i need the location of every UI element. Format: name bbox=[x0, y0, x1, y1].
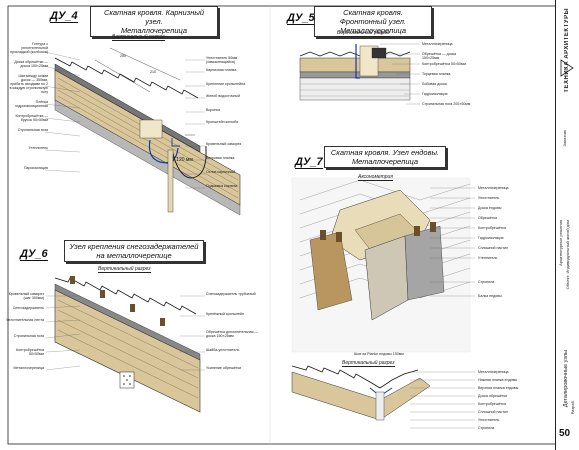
stage-label: Разраб. bbox=[570, 400, 575, 415]
du7-label: Контробрешётка bbox=[478, 226, 506, 230]
du6-subtitle: Вертикальный разрез bbox=[98, 266, 151, 273]
du4-label: Воронка bbox=[206, 108, 221, 112]
du5-label: Металлочерепица bbox=[422, 42, 453, 46]
du4-code: ДУ_4 bbox=[50, 10, 78, 23]
sheet-number: 50 bbox=[559, 428, 571, 439]
arch-section: Архитектурные решения bbox=[558, 220, 563, 266]
du7-label: Доска ендовы bbox=[478, 206, 502, 210]
du4-label: Подшивка карниза bbox=[206, 184, 238, 188]
company-name: ТЕХНИКА АРХИТЕКТУРЫ bbox=[564, 8, 570, 93]
company-logo: ТЕХНИКА АРХИТЕКТУРЫ bbox=[559, 8, 575, 93]
du7-valley-section bbox=[291, 365, 475, 429]
du6-label: Кровельный саморез (шаг 300мм) bbox=[8, 292, 44, 300]
du6-snowguard-section bbox=[45, 276, 205, 413]
du5-label: Торцевая планка bbox=[422, 72, 451, 76]
du7-label: Шов на Planke ендовы 150мм bbox=[354, 352, 404, 356]
du4-label: Утеплитель bbox=[28, 146, 48, 150]
du6-label: Крепёжный кронштейн bbox=[206, 312, 245, 316]
du7-label: Утеплитель bbox=[478, 256, 498, 260]
du4-label: Отлив карнизный bbox=[206, 170, 236, 174]
object-name: Объект: Индивидуальный жилой дом bbox=[565, 220, 570, 290]
du7-label: Гидроизоляция bbox=[478, 236, 504, 240]
du4-label: Уплотнитель 50мм (самоклеящийся) bbox=[206, 56, 238, 64]
du4-label: Контробрешётка — брусок 50×50мм bbox=[15, 114, 48, 122]
du6-label: Шайба-уплотнитель bbox=[206, 348, 240, 352]
du4-title: Скатная кровля. Карнизный узел. Металлоч… bbox=[90, 6, 218, 37]
du7-label: Сплошной настил bbox=[478, 246, 509, 250]
du4-label: Ветровая планка bbox=[206, 156, 235, 160]
du5-gable-section bbox=[299, 43, 420, 105]
du4-label: Пароизоляция bbox=[23, 166, 48, 170]
du7-section-label: Нижняя планка ендовы bbox=[478, 378, 518, 382]
du4-label: Кровельный саморез bbox=[206, 142, 242, 146]
du4-label: Доска обрешётки — доска 150×25мм bbox=[14, 60, 48, 68]
du7-label: Уплотнитель bbox=[478, 196, 500, 200]
du6-label: Усиление обрешётки bbox=[206, 366, 242, 370]
drawing-name: Деталировочные узлы bbox=[563, 350, 569, 408]
du7-title: Скатная кровля. Узел ендовы. Металлочере… bbox=[324, 146, 446, 168]
du7-label: Балка ендовы bbox=[478, 294, 502, 298]
du6-title: Узел крепления снегозадержателей на мета… bbox=[64, 240, 204, 262]
du7-label: Стропила bbox=[478, 280, 495, 284]
du5-label: Стропильная нога 200×50мм bbox=[422, 102, 471, 106]
du5-label: Контробрешётка 50×50мм bbox=[422, 62, 466, 66]
du6-label: Обрешётка дополнительная — доска 150×25м… bbox=[206, 330, 259, 338]
du6-label: Уплотнительная лента bbox=[6, 318, 44, 322]
du6-label: Металлочерепица bbox=[13, 366, 44, 370]
du5-label: Лобовая доска bbox=[422, 82, 447, 86]
du4-label: Карнизная планка bbox=[206, 68, 237, 72]
du5-label: Обрешётка — доска 150×25мм bbox=[422, 52, 457, 60]
du6-label: Стропильная нога bbox=[13, 334, 44, 338]
du4-dimension: 210 bbox=[150, 70, 156, 74]
du7-section-label: Контробрешётка bbox=[478, 402, 506, 406]
du4-label: Плёнка гидроизоляционная bbox=[15, 100, 48, 108]
du5-title: Скатная кровля. Фронтонный узел. Металло… bbox=[314, 6, 432, 37]
du4-label: Желоб водосточный bbox=[206, 94, 240, 98]
du4-label: Гонтура с уплотнительной прокладкой (кол… bbox=[10, 42, 48, 54]
title-block: ТЕХНИКА АРХИТЕКТУРЫ Заказчик Архитектурн… bbox=[555, 0, 579, 450]
du4-subtitle: Вертикальный разрез bbox=[112, 34, 165, 41]
du7-section-label: Доска обрешётки bbox=[478, 394, 508, 398]
du4-label: Крепление кронштейна bbox=[206, 82, 246, 86]
du7-label: Обрешётка bbox=[478, 216, 498, 220]
du7-subtitle-2: Вертикальный разрез bbox=[342, 360, 395, 367]
du5-label: Гидроизоляция bbox=[422, 92, 448, 96]
du5-subtitle: Вертикальный разрез bbox=[337, 30, 390, 37]
du6-label: Снегозадержатель трубчатый bbox=[206, 292, 256, 296]
du4-dimension: 250 bbox=[120, 54, 126, 58]
du6-label: Снегозадержатель bbox=[12, 306, 44, 310]
du4-label: Стропильная нога bbox=[17, 128, 48, 132]
du4-label: Кронштейн желоба bbox=[206, 120, 238, 124]
du7-section-label: Верхняя планка ендовы bbox=[478, 386, 519, 390]
du7-subtitle: Аксонометрия bbox=[358, 174, 393, 181]
customer-label: Заказчик bbox=[562, 130, 567, 147]
du4-dimension: 1 120 мм bbox=[172, 157, 193, 163]
du7-section-label: Сплошной настил bbox=[478, 410, 509, 414]
du6-code: ДУ_6 bbox=[20, 248, 48, 261]
du7-code: ДУ_7 bbox=[295, 156, 323, 169]
du7-section-label: Металлочерепица bbox=[478, 370, 509, 374]
du7-section-label: Стропила bbox=[478, 426, 495, 430]
du7-valley-axonometry bbox=[291, 177, 475, 353]
du4-roof-section bbox=[44, 47, 241, 216]
du7-label: Металлочерепица bbox=[478, 186, 509, 190]
du7-section-label: Уплотнитель bbox=[478, 418, 500, 422]
du4-label: Шаг между осями досок — 350мм, прибить г… bbox=[9, 74, 48, 94]
du5-code: ДУ_5 bbox=[287, 12, 315, 25]
du6-label: Контробрешётка 50×50мм bbox=[16, 348, 44, 356]
